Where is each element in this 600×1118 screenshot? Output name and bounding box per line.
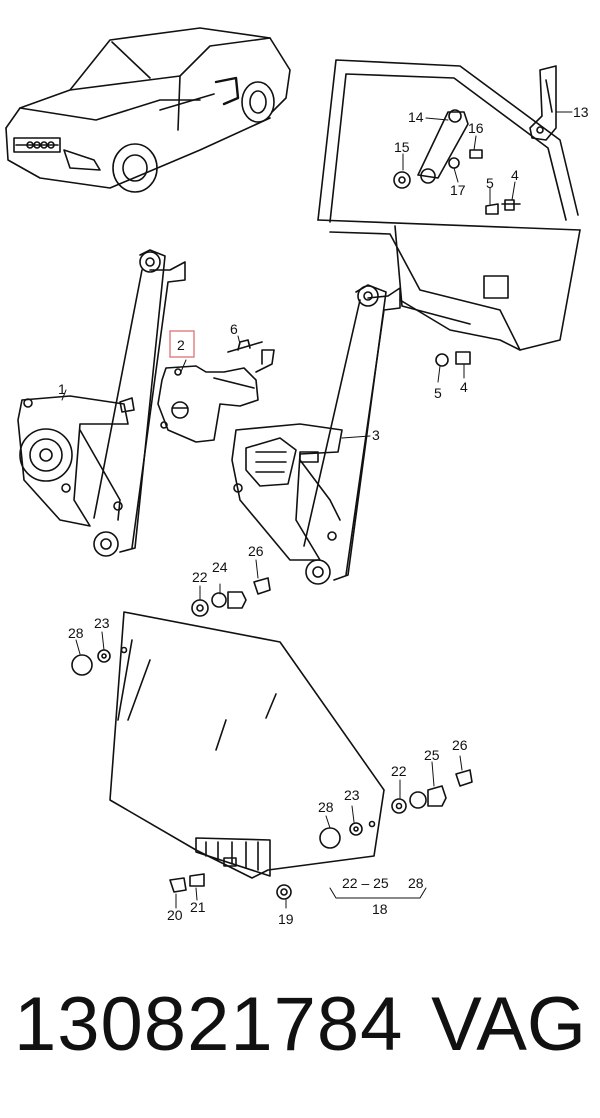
callout-5b: 5 (434, 385, 442, 401)
callout-2: 2 (177, 337, 185, 353)
window-motor-2 (157, 339, 275, 443)
callout-20: 20 (167, 907, 183, 923)
callout-19: 19 (278, 911, 294, 927)
callout-17: 17 (450, 182, 466, 198)
callout-3: 3 (372, 427, 380, 443)
callout-18-range: 22 – 25 (342, 875, 389, 891)
callout-labels: 1 2 6 3 13 14 15 16 17 5 4 4 5 22 24 26 … (58, 104, 589, 927)
part-number: 130821784 (14, 982, 404, 1067)
callout-13: 13 (573, 104, 589, 120)
callout-18-range-28: 28 (408, 875, 424, 891)
callout-28b: 28 (318, 799, 334, 815)
glass-fasteners-lower (169, 769, 473, 900)
leader-lines (61, 111, 573, 909)
callout-6: 6 (230, 321, 238, 337)
callout-4a: 4 (511, 167, 519, 183)
callout-23b: 23 (344, 787, 360, 803)
callout-28a: 28 (68, 625, 84, 641)
window-glass (109, 611, 385, 879)
callout-26b: 26 (452, 737, 468, 753)
window-regulator-1 (17, 249, 186, 557)
car-illustration (5, 27, 291, 193)
callout-1: 1 (58, 381, 66, 397)
footer-banner: 130821784 VAG (0, 975, 600, 1095)
callout-14: 14 (408, 109, 424, 125)
parts-diagram: 1 2 6 3 13 14 15 16 17 5 4 4 5 22 24 26 … (5, 27, 589, 927)
callout-15: 15 (394, 139, 410, 155)
part-14-bracket (393, 109, 521, 367)
callout-5a: 5 (486, 175, 494, 191)
callout-23a: 23 (94, 615, 110, 631)
callout-18: 18 (372, 901, 388, 917)
callout-2-highlight (169, 330, 195, 358)
callout-24: 24 (212, 559, 228, 575)
callout-16: 16 (468, 120, 484, 136)
door-frame (317, 59, 581, 351)
callout-4b: 4 (460, 379, 468, 395)
callout-22a: 22 (192, 569, 208, 585)
brand-name: VAG (431, 982, 586, 1067)
callout-25: 25 (424, 747, 440, 763)
window-regulator-3 (231, 284, 401, 585)
callout-21: 21 (190, 899, 206, 915)
callout-26a: 26 (248, 543, 264, 559)
callout-22b: 22 (391, 763, 407, 779)
